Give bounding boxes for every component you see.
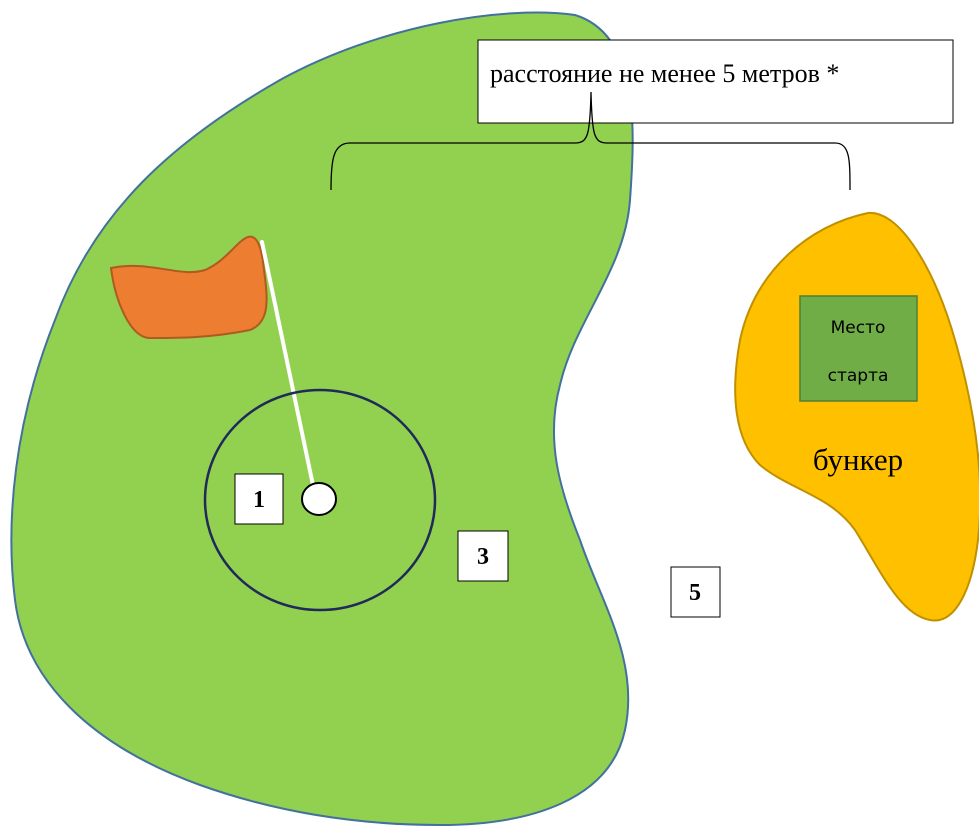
zone-label-1: 1	[234, 473, 284, 525]
distance-note-text: расстояние не менее 5 метров *	[490, 59, 839, 88]
flag-pole	[260, 240, 316, 492]
zone-label-5: 5	[670, 566, 721, 618]
bunker	[734, 211, 979, 622]
zone-label-1-box	[234, 473, 284, 525]
hole	[301, 482, 337, 516]
flag	[109, 235, 268, 340]
distance-note-box	[477, 39, 954, 124]
zone-label-3-text: 3	[477, 544, 489, 570]
zone-label-1-text: 1	[253, 487, 265, 513]
start-area-line2: старта	[828, 366, 889, 386]
zone-label-5-text: 5	[689, 580, 701, 606]
start-area-line1: Место	[831, 318, 886, 338]
bunker-label: бункер	[813, 442, 903, 477]
zone-label-5-box	[670, 566, 721, 618]
start-area	[799, 295, 918, 402]
distance-brace	[330, 91, 851, 191]
zone-label-3-box	[457, 530, 509, 582]
inner-zone-circle	[203, 388, 437, 612]
putting-green	[10, 11, 634, 827]
zone-label-3: 3	[457, 530, 509, 582]
